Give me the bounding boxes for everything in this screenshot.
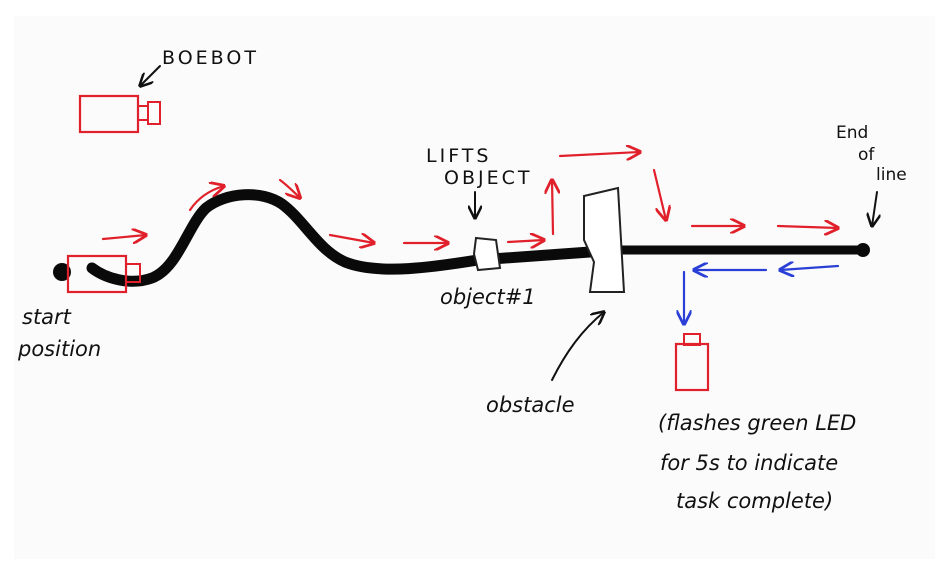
forward-arrow (328, 235, 374, 243)
lifts-object-label-line1: LIFTS (426, 145, 491, 167)
end-robot-icon (674, 333, 710, 392)
lifts-object-label-line2: OBJECT (444, 167, 532, 189)
led-note-line1: (flashes green LED (658, 411, 856, 435)
forward-arrow (101, 235, 146, 239)
forward-arrows (101, 152, 838, 243)
pointer-arrows (140, 65, 877, 381)
led-note-line2: for 5s to indicate (660, 451, 838, 475)
return-arrows (684, 266, 840, 324)
boebot-robot-icon (78, 94, 161, 134)
forward-arrow (278, 178, 300, 198)
start-position-label-line2: position (17, 337, 101, 361)
return-arrow (780, 266, 840, 270)
forward-arrow (552, 180, 553, 236)
obstacle-pointer-arrow (551, 312, 604, 381)
forward-arrow (506, 240, 544, 242)
obstacle-label: obstacle (486, 393, 575, 417)
start-dot (53, 263, 71, 281)
track-path (86, 189, 596, 287)
whiteboard-background (14, 16, 935, 559)
start-position-label-line1: start (22, 305, 72, 329)
led-note-line3: task complete) (676, 489, 833, 513)
line-track (53, 189, 870, 287)
boebot-pointer-arrow (140, 65, 161, 86)
forward-arrow (558, 152, 640, 156)
object-1-block (472, 236, 502, 272)
start-robot-icon (66, 254, 141, 294)
end-dot (856, 243, 870, 257)
obstacle-block (583, 186, 626, 293)
object-1-label: object#1 (440, 285, 536, 309)
forward-arrow (776, 226, 838, 228)
forward-arrow (188, 186, 224, 212)
end-of-line-label-line1: End (836, 123, 868, 143)
end-of-line-label-line3: line (876, 165, 907, 185)
end-pointer-arrow (872, 191, 877, 226)
forward-arrow (652, 168, 666, 220)
end-of-line-label-line2: of (858, 145, 875, 165)
boebot-label: BOEBOT (162, 47, 259, 69)
